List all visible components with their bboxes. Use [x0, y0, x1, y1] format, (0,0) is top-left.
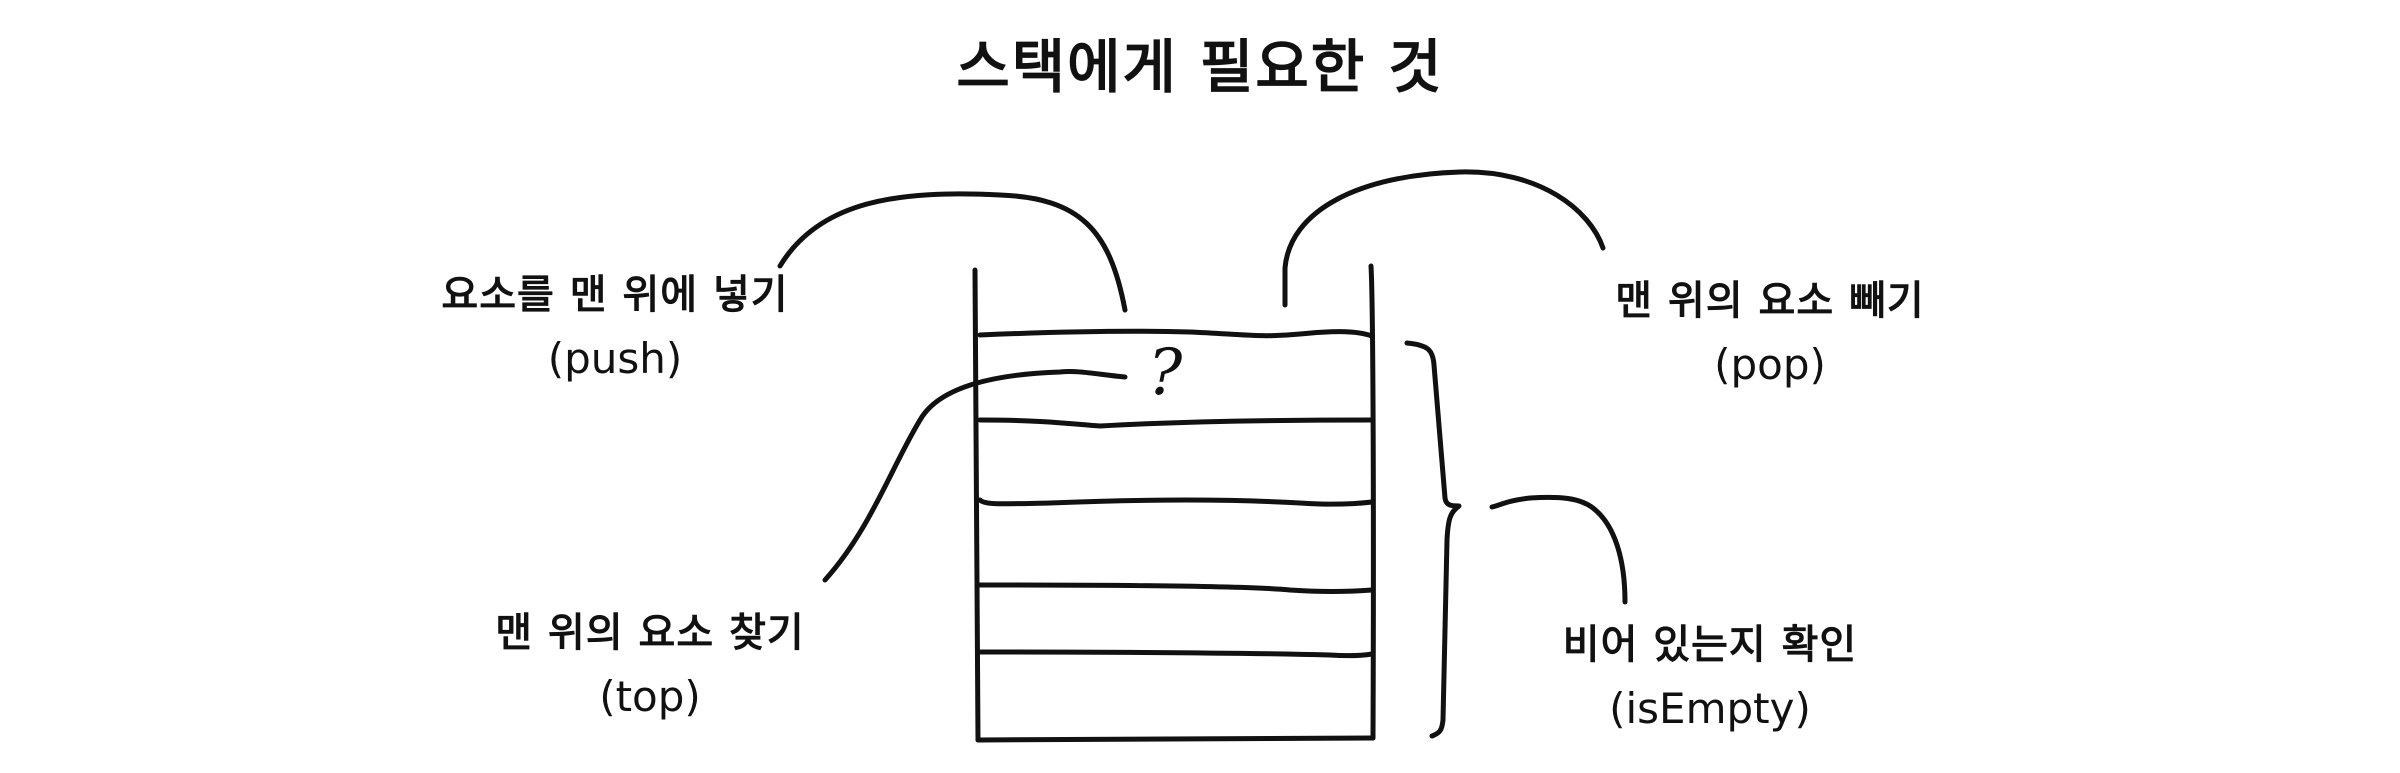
stack-slot-divider-4: [977, 582, 1375, 594]
pop-description: 맨 위의 요소 빼기: [1615, 278, 1925, 324]
stack-right-wall: [1368, 263, 1376, 741]
pop-label: 맨 위의 요소 빼기 (pop): [1580, 268, 1960, 389]
push-arrow: [777, 191, 1128, 313]
stack-left-wall: [972, 267, 981, 743]
isempty-arrow: [1489, 494, 1628, 605]
top-label: 맨 위의 요소 찾기 (top): [460, 600, 840, 721]
isempty-name: (isEmpty): [1609, 684, 1811, 733]
top-description: 맨 위의 요소 찾기: [495, 610, 805, 656]
stack-bottom: [975, 735, 1376, 743]
top-name: (top): [599, 672, 701, 721]
isempty-description: 비어 있는지 확인: [1562, 622, 1858, 668]
isempty-label: 비어 있는지 확인 (isEmpty): [1520, 612, 1900, 733]
stack-slot-divider-3: [977, 497, 1375, 507]
push-name: (push): [547, 334, 683, 383]
stack-slot-divider-5: [977, 649, 1375, 659]
push-label: 요소를 맨 위에 넣기 (push): [420, 262, 810, 383]
diagram-title: 스택에게 필요한 것: [956, 33, 1444, 101]
isempty-brace: [1404, 340, 1462, 739]
pop-name: (pop): [1714, 340, 1826, 389]
stack-container: [972, 263, 1376, 743]
stack-top-unknown-marker: ?: [1148, 336, 1183, 410]
top-arrow: [822, 369, 1128, 583]
stack-slot-divider-1: [977, 328, 1375, 339]
stack-slot-divider-2: [977, 417, 1375, 429]
pop-arrow: [1282, 169, 1606, 308]
push-description: 요소를 맨 위에 넣기: [441, 272, 789, 318]
